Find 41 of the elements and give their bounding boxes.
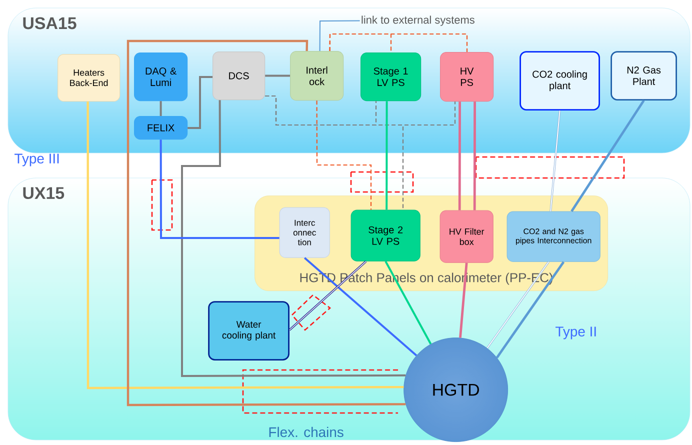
zone-label: Type II xyxy=(556,326,596,340)
zone-label: Type III xyxy=(14,154,59,166)
connection-line xyxy=(384,260,432,344)
connection-line xyxy=(329,33,468,52)
zone-label: Flex. chains xyxy=(269,426,344,438)
system-box: HV PS xyxy=(440,52,494,102)
connection-line xyxy=(181,100,406,377)
connection-line xyxy=(486,261,550,349)
plant-box: N2 Gas Plant xyxy=(610,51,677,100)
connection-line xyxy=(386,101,388,210)
connection-line xyxy=(473,102,476,210)
link-note: link to external systems xyxy=(362,16,474,26)
connection-line xyxy=(458,102,461,210)
system-box: Interc onnec tion xyxy=(279,207,330,258)
plant-box: Water cooling plant xyxy=(208,301,290,360)
zone-title: USA15 xyxy=(23,17,76,30)
system-box: FELIX xyxy=(134,116,188,140)
connection-line xyxy=(570,100,645,212)
connection-line xyxy=(550,110,561,212)
system-box: Interl ock xyxy=(290,51,344,101)
connection-line xyxy=(188,76,212,129)
connection-line xyxy=(126,40,406,406)
connection-line xyxy=(316,100,372,210)
connection-line xyxy=(86,102,404,390)
system-box: HV Filter box xyxy=(440,210,494,263)
connection-line xyxy=(160,140,280,239)
system-box: Stage 2 LV PS xyxy=(350,210,420,262)
system-box: Stage 1 LV PS xyxy=(360,52,422,102)
zone-title: UX15 xyxy=(23,187,64,200)
connection-line xyxy=(288,260,367,331)
system-box: DAQ & Lumi xyxy=(134,52,188,102)
connection-line xyxy=(459,262,468,338)
connection-line xyxy=(265,74,290,77)
connection-line xyxy=(265,95,404,210)
system-box: DCS xyxy=(212,52,266,100)
connection-line xyxy=(160,101,162,116)
system-box: Heaters Back-End xyxy=(58,54,120,102)
connection-line xyxy=(319,20,360,52)
plant-box: CO2 cooling plant xyxy=(520,51,600,110)
connection-line xyxy=(304,257,418,356)
connection-line xyxy=(496,261,565,358)
